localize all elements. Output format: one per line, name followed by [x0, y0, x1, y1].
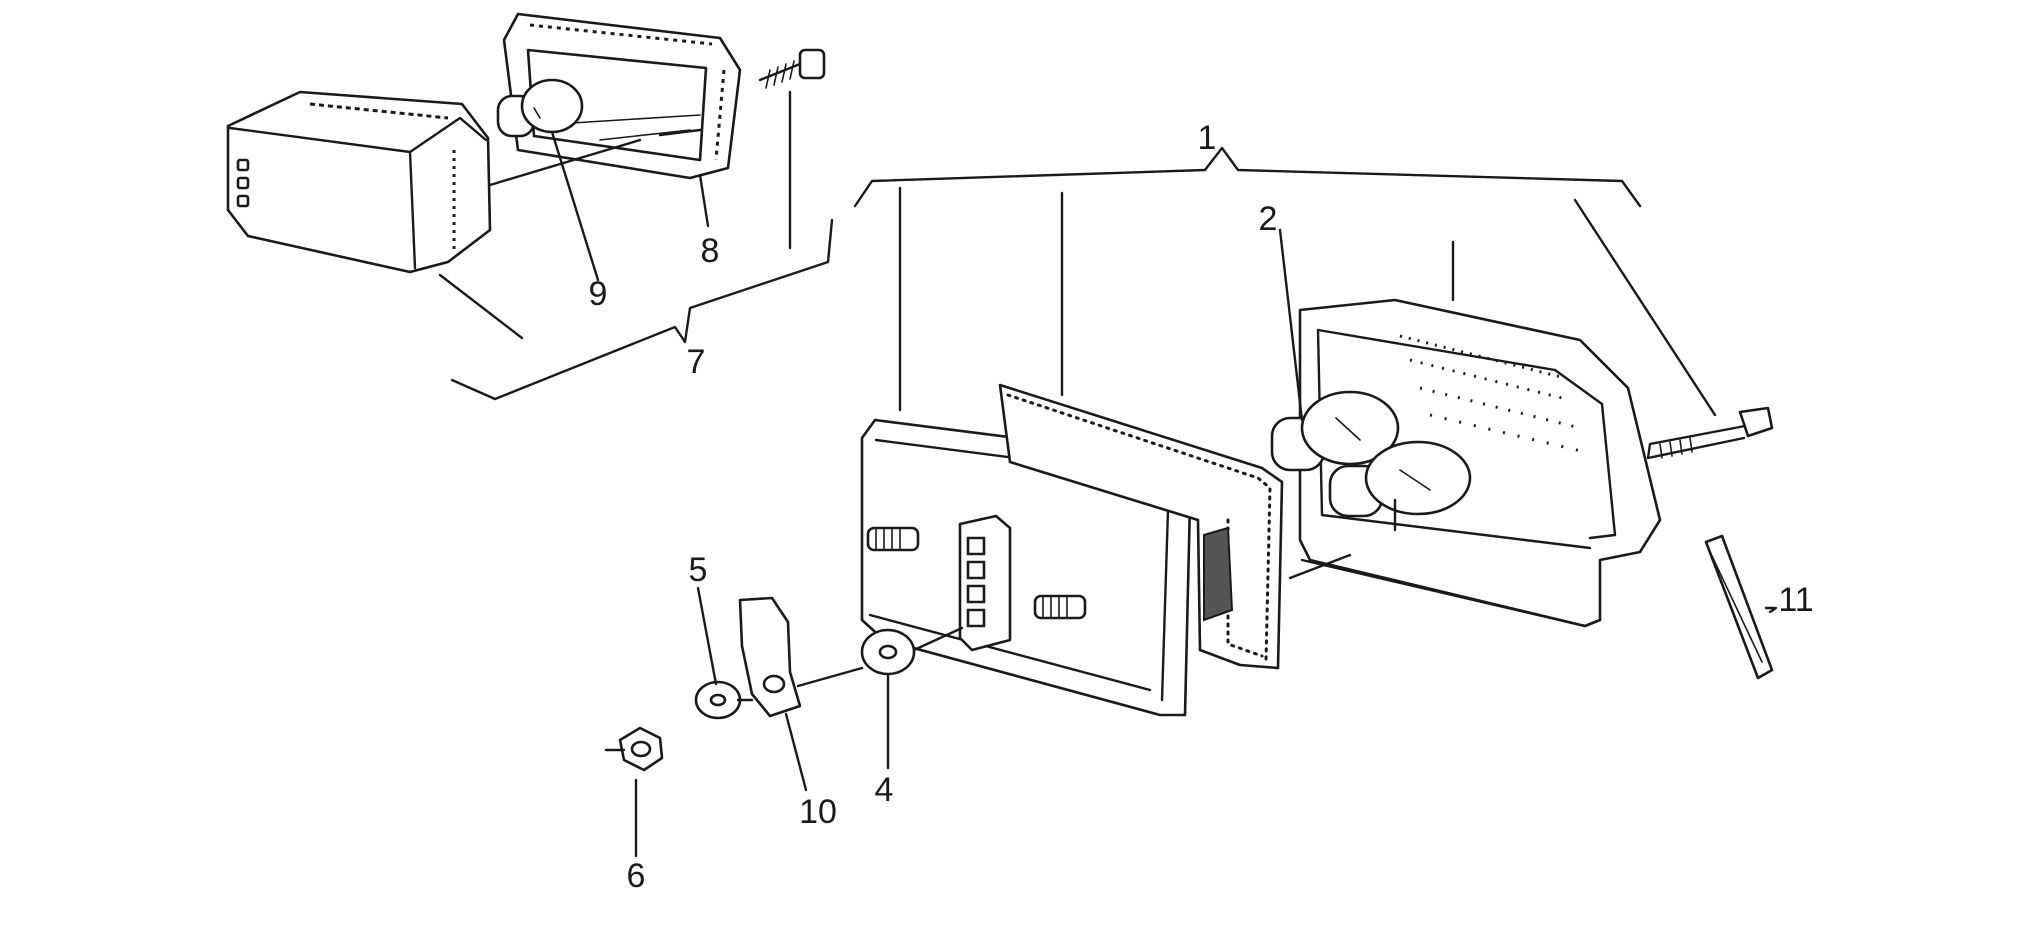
part-number-8: 8: [700, 232, 720, 270]
part-number-7: 7: [686, 343, 706, 381]
part-number-4: 4: [874, 771, 894, 809]
gasket: [998, 383, 1284, 670]
assembly-1-bracket: [853, 146, 1717, 417]
part-number-10: 10: [799, 793, 837, 831]
small-bulb: [496, 78, 584, 138]
part-number-5: 5: [688, 551, 708, 589]
assembly-7-bracket: [438, 218, 834, 401]
main-housing-screw: [1646, 406, 1774, 460]
part-number-11: 11: [1778, 581, 1814, 619]
bracket-10: [738, 596, 802, 718]
main-bulbs: [1270, 390, 1472, 518]
small-lamp-housing: [502, 12, 742, 180]
main-lamp-housing: [1298, 298, 1662, 628]
washer-4: [860, 628, 916, 676]
part-number-6: 6: [626, 857, 646, 895]
nut-6: [618, 726, 664, 772]
washer-5: [694, 680, 742, 720]
part-number-2: 2: [1258, 200, 1278, 238]
reflector-strip: [1704, 534, 1774, 680]
main-lamp-body: [860, 418, 1192, 717]
small-lamp-lens: [226, 90, 492, 274]
part-number-9: 9: [588, 275, 608, 313]
small-housing-screw: [758, 48, 826, 89]
part-number-1: 1: [1197, 119, 1217, 157]
